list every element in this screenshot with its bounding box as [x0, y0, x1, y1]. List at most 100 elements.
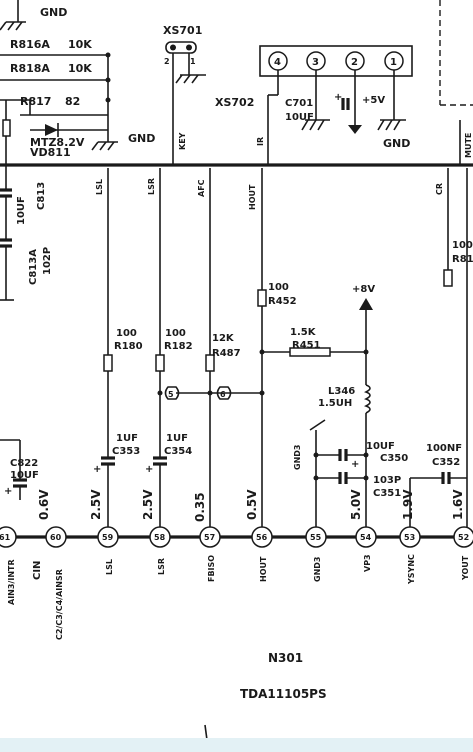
resistor-array: 100 R180 100 R182 12K R487 100 R452 1.5K… — [103, 240, 473, 530]
svg-text:+: + — [334, 92, 342, 103]
sig-vp3: VP3 — [363, 554, 372, 572]
l346-value: 1.5UH — [318, 398, 352, 409]
c351-label: C351 — [373, 488, 401, 499]
conn-pin2: 2 — [351, 57, 358, 68]
xs701-label: XS701 — [163, 24, 202, 37]
c352-label: C352 — [432, 457, 460, 468]
conn-pin4: 4 — [274, 57, 281, 68]
c813-label: C813 — [36, 182, 47, 210]
pin-61: 61 — [0, 533, 11, 542]
voltage-pin52: 1.6V — [451, 489, 465, 520]
pin-53: 53 — [404, 533, 415, 542]
power-8v-branch: +8V L346 1.5UH — [318, 284, 375, 530]
gnd-mid-label: GND — [128, 132, 155, 145]
gnd3-cap-label: GND3 — [293, 445, 302, 470]
svg-text:+: + — [4, 486, 12, 497]
r180-value: 100 — [116, 328, 137, 339]
pin-58: 58 — [154, 533, 166, 542]
c813-capacitors: 10UF C813 C813A 102P — [0, 165, 53, 301]
gnd-right-label: GND — [383, 137, 410, 150]
xs702-connector: 4 3 2 1 XS702 IR C701 10UF + +5V GND — [215, 45, 413, 165]
c354-value: 1UF — [166, 433, 188, 444]
sig-lsl: LSL — [105, 559, 114, 575]
voltage-pin60: 0.6V — [37, 489, 51, 520]
pin-57: 57 — [204, 533, 215, 542]
chip-part-number: TDA11105PS — [240, 687, 327, 701]
c350-value: 10UF — [366, 441, 395, 452]
pin-52: 52 — [458, 533, 469, 542]
pin-55: 55 — [310, 533, 322, 542]
r487-label: R487 — [212, 348, 241, 359]
r8-label: R81 — [452, 254, 473, 265]
voltage-labels: 0.6V 2.5V 2.5V 0.35 0.5V 5.0V 1.9V 1.6V — [37, 489, 465, 522]
mtz-label: MTZ8.2V — [30, 136, 85, 149]
c813-value: 10UF — [16, 196, 27, 225]
c352-value: 100NF — [426, 443, 462, 454]
pin-59: 59 — [102, 533, 114, 542]
c701-value: 10UF — [285, 112, 314, 123]
sig-cin: CIN — [32, 561, 43, 580]
c701-label: C701 — [285, 98, 313, 109]
key-label: KEY — [178, 132, 187, 150]
plus5v-label: +5V — [362, 95, 385, 106]
r182-label: R182 — [164, 341, 193, 352]
xs701-pin1: 1 — [190, 57, 196, 66]
ic-pins: 61 60 59 58 57 56 55 54 53 52 — [0, 526, 473, 548]
signal-lines: LSL LSR AFC HOUT CR — [95, 168, 468, 530]
sig-ysync: YSYNC — [407, 554, 416, 585]
c351-value: 103P — [373, 475, 401, 486]
c353-label: C353 — [112, 446, 140, 457]
xs702-label: XS702 — [215, 96, 254, 109]
r487-value: 12K — [212, 333, 235, 344]
capacitor-row: + 1UF C353 + 1UF C354 + C822 10UF GND3 + — [0, 419, 467, 530]
sig-hout: HOUT — [259, 556, 268, 582]
voltage-pin54: 5.0V — [349, 489, 363, 520]
r451-label: R451 — [292, 340, 321, 351]
chip-designator: N301 — [268, 651, 303, 665]
signal-markers: 5 6 — [157, 386, 265, 400]
afc-top-label: AFC — [197, 179, 206, 197]
hout-top-label: HOUT — [248, 184, 257, 210]
conn-pin3: 3 — [312, 57, 319, 68]
l346-label: L346 — [328, 386, 355, 397]
xs701-connector: XS701 2 1 KEY — [163, 24, 206, 165]
sig-fbiso: FBISO — [207, 555, 216, 582]
lsr-top-label: LSR — [147, 178, 156, 195]
c350-label: C350 — [380, 453, 408, 464]
r816a-value: 10K — [68, 38, 92, 51]
r452-label: R452 — [268, 296, 297, 307]
c822-label: C822 — [10, 458, 38, 469]
svg-text:+: + — [93, 464, 101, 475]
gnd-top-label: GND — [40, 6, 67, 19]
conn-pin1: 1 — [390, 57, 397, 68]
vd811-label: VD811 — [30, 146, 71, 159]
r817-value: 82 — [65, 95, 80, 108]
xs701-pin2: 2 — [164, 57, 170, 66]
sig-ain3: AIN3/INTR — [7, 559, 16, 605]
r451-value: 1.5K — [290, 327, 317, 338]
voltage-pin53: 1.9V — [401, 489, 415, 520]
r452-value: 100 — [268, 282, 289, 293]
voltage-pin58: 2.5V — [141, 489, 155, 520]
voltage-pin56: 0.5V — [245, 489, 259, 520]
pin-54: 54 — [360, 533, 372, 542]
svg-text:+: + — [351, 459, 359, 470]
c353-value: 1UF — [116, 433, 138, 444]
svg-text:+: + — [145, 464, 153, 475]
pin-60: 60 — [50, 533, 62, 542]
mute-label: MUTE — [464, 133, 473, 158]
pin-56: 56 — [256, 533, 268, 542]
sig-lsr: LSR — [157, 558, 166, 575]
c354-label: C354 — [164, 446, 192, 457]
r818a-label: R818A — [10, 62, 50, 75]
sig-yout: YOUT — [461, 555, 470, 581]
voltage-pin57: 0.35 — [193, 492, 207, 522]
pin-signal-names: AIN3/INTR CIN C2/C3/C4/AINSR LSL LSR FBI… — [7, 554, 470, 640]
lsl-top-label: LSL — [95, 179, 104, 195]
r180-label: R180 — [114, 341, 143, 352]
r817-label: R817 — [20, 95, 51, 108]
marker-5: 5 — [168, 390, 174, 399]
plus8v-label: +8V — [352, 284, 375, 295]
cr-label: CR — [435, 183, 444, 195]
